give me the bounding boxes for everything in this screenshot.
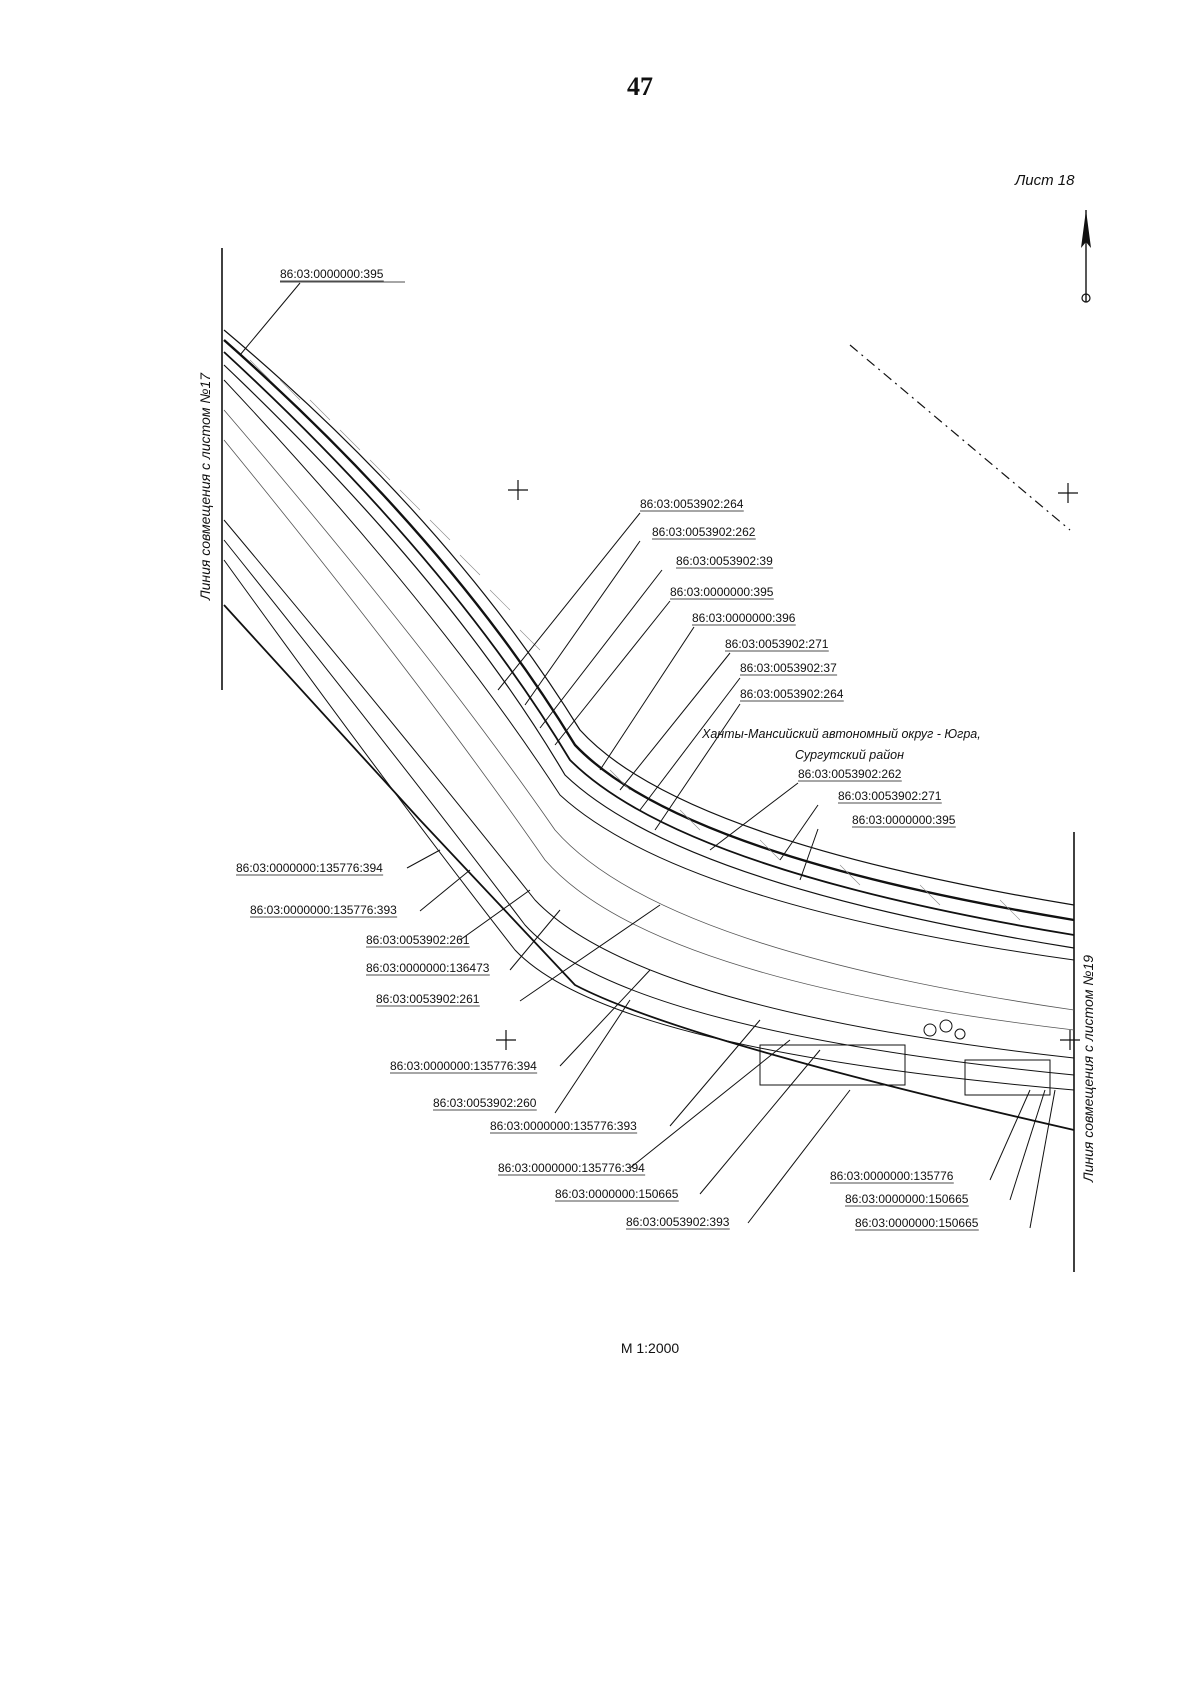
parcel-label: 86:03:0053902:271 xyxy=(838,789,942,803)
parcel-labels-lower-left: 86:03:0000000:135776:394 86:03:0000000:1… xyxy=(236,861,730,1230)
region-label: Сургутский район xyxy=(795,748,904,762)
parcel-label: 86:03:0000000:136473 xyxy=(366,961,490,975)
grid-cross-icon xyxy=(496,480,1080,1050)
structures xyxy=(759,1019,1051,1096)
parcel-label: 86:03:0000000:150665 xyxy=(845,1192,969,1206)
sheet-label: Лист 18 xyxy=(1015,172,1075,189)
parcel-label: 86:03:0053902:271 xyxy=(725,637,829,651)
parcel-label: 86:03:0053902:260 xyxy=(433,1096,537,1110)
road-corridor xyxy=(223,329,1075,1131)
parcel-labels-upper-right: 86:03:0053902:264 86:03:0053902:262 86:0… xyxy=(640,497,844,702)
right-match-label: Линия совмещения с листом №19 xyxy=(1080,955,1096,1183)
parcel-labels-lower-right: 86:03:0000000:135776 86:03:0000000:15066… xyxy=(830,1169,979,1231)
parcel-label: 86:03:0000000:135776:394 xyxy=(498,1161,645,1175)
hatch-band xyxy=(249,359,1021,921)
parcel-label: 86:03:0000000:395 xyxy=(280,267,384,281)
dashed-boundary xyxy=(849,344,1071,531)
parcel-label: 86:03:0000000:135776:394 xyxy=(390,1059,537,1073)
leader-lines xyxy=(239,282,1056,1229)
parcel-label: 86:03:0053902:262 xyxy=(798,767,902,781)
parcel-label: 86:03:0053902:262 xyxy=(652,525,756,539)
left-match-label: Линия совмещения с листом №17 xyxy=(197,372,213,601)
parcel-label: 86:03:0000000:395 xyxy=(852,813,956,827)
parcel-label: 86:03:0000000:150665 xyxy=(855,1216,979,1230)
parcel-label: 86:03:0000000:135776 xyxy=(830,1169,954,1183)
parcel-label: 86:03:0000000:135776:393 xyxy=(490,1119,637,1133)
parcel-label: 86:03:0053902:39 xyxy=(676,554,773,568)
page-number: 47 xyxy=(627,72,653,101)
parcel-label: 86:03:0053902:261 xyxy=(376,992,480,1006)
parcel-label: 86:03:0000000:135776:394 xyxy=(236,861,383,875)
parcel-label: 86:03:0000000:395 xyxy=(670,585,774,599)
parcel-labels-mid-right: 86:03:0053902:262 86:03:0053902:271 86:0… xyxy=(798,767,956,828)
parcel-label: 86:03:0053902:37 xyxy=(740,661,837,675)
parcel-label: 86:03:0000000:150665 xyxy=(555,1187,679,1201)
parcel-label: 86:03:0053902:264 xyxy=(640,497,744,511)
parcel-label: 86:03:0000000:396 xyxy=(692,611,796,625)
parcel-label: 86:03:0053902:393 xyxy=(626,1215,730,1229)
parcel-label: 86:03:0053902:261 xyxy=(366,933,470,947)
parcel-label: 86:03:0053902:264 xyxy=(740,687,844,701)
region-label: Ханты-Мансийский автономный округ - Югра… xyxy=(701,727,981,741)
scale-label: М 1:2000 xyxy=(620,1340,680,1356)
parcel-label: 86:03:0000000:135776:393 xyxy=(250,903,397,917)
north-arrow-icon xyxy=(1081,210,1091,303)
